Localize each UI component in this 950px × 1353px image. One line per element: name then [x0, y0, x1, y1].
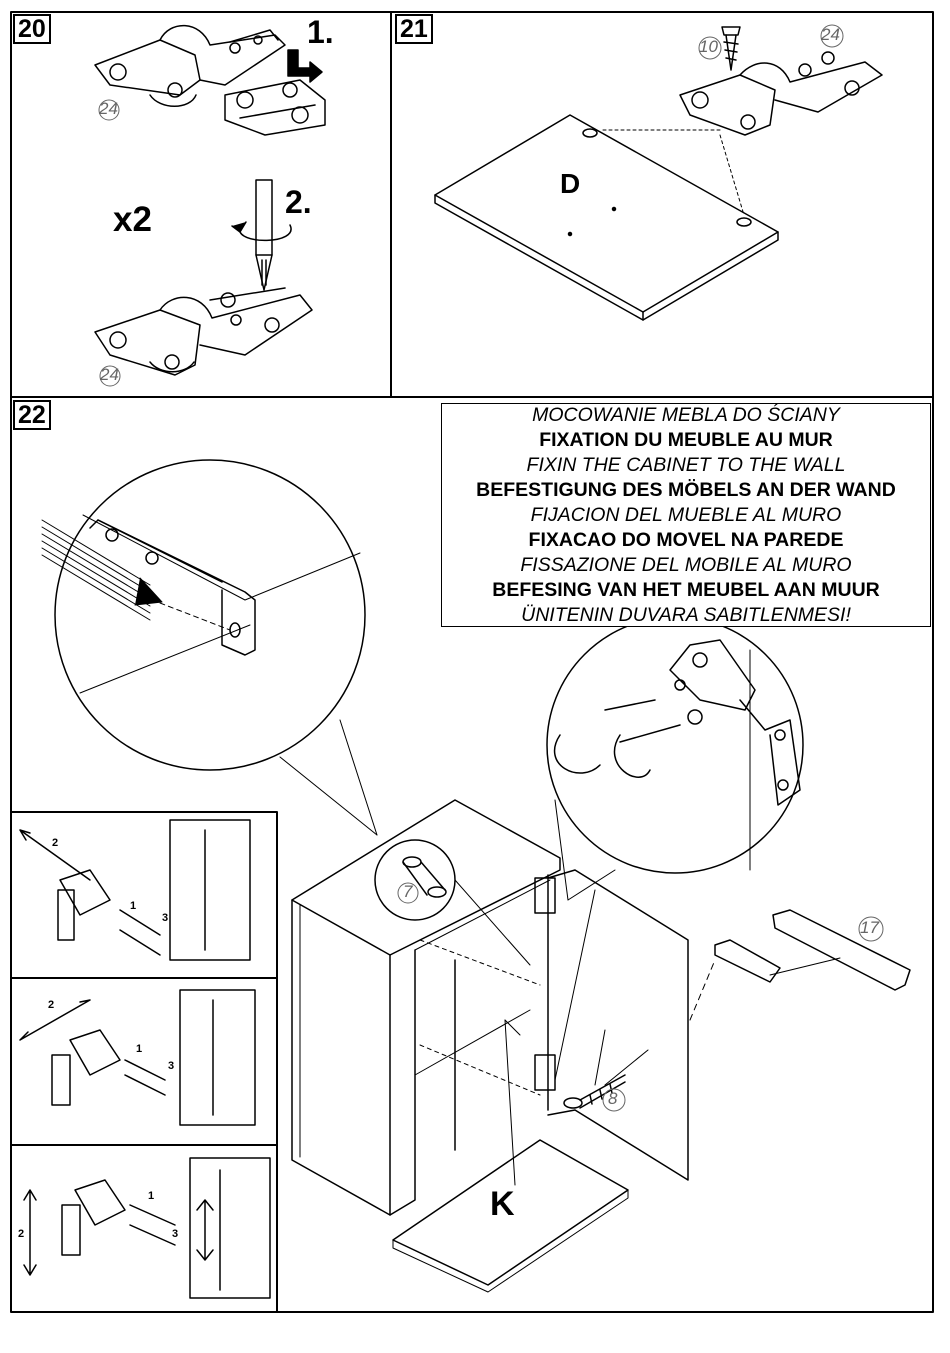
- adjust-vignette-3: [23, 1157, 271, 1299]
- notice-line: FIXATION DU MEUBLE AU MUR: [539, 428, 833, 451]
- notice-line: FISSAZIONE DEL MOBILE AL MURO: [520, 553, 852, 576]
- part-number: 24: [821, 25, 840, 44]
- screw-10-icon: [721, 26, 741, 71]
- notice-line: ÜNITENIN DUVARA SABITLENMESI!: [521, 603, 851, 626]
- panel-frames: [10, 11, 934, 1313]
- k-pointer: [504, 1019, 516, 1186]
- part-number: 17: [860, 918, 879, 937]
- panel-d-drawing: [434, 114, 779, 321]
- panel-label: K: [490, 1185, 515, 1223]
- adjust-label: 1: [130, 900, 137, 912]
- knob-detail: [374, 839, 531, 966]
- cabinet-drawing: [291, 799, 689, 1293]
- part-number: 24: [100, 365, 119, 384]
- quantity-multiplier: x2: [113, 200, 152, 239]
- part-number: 8: [608, 1089, 618, 1108]
- adjust-vignette-2: [19, 989, 256, 1126]
- step-label: 21: [395, 14, 433, 44]
- guide-lines-d: [599, 129, 745, 216]
- detail-circle-hinge: [546, 616, 804, 901]
- screwdriver-icon: [255, 179, 273, 291]
- part-circle: [602, 1088, 626, 1112]
- adjust-label: 1: [136, 1043, 143, 1055]
- handle-17-drawing: [689, 909, 911, 1021]
- screw-8-icon: [563, 1029, 649, 1109]
- hinge-cups-door: [534, 877, 596, 1091]
- adjust-label: 3: [172, 1228, 179, 1240]
- adjust-label: 3: [162, 912, 169, 924]
- notice-line: FIJACION DEL MUEBLE AL MURO: [530, 503, 842, 526]
- step-label: 20: [13, 14, 51, 44]
- part-number: 7: [403, 882, 413, 901]
- adjust-label: 1: [148, 1190, 155, 1202]
- notice-line: MOCOWANIE MEBLA DO ŚCIANY: [532, 403, 840, 426]
- notice-line: BEFESTIGUNG DES MÖBELS AN DER WAND: [476, 478, 896, 501]
- step-order-1: 1.: [307, 14, 334, 50]
- part-circle: [820, 24, 844, 48]
- detail-circle-wall: [54, 459, 378, 836]
- step-label: 22: [13, 400, 51, 430]
- adjust-label: 3: [168, 1060, 175, 1072]
- notice-line: BEFESING VAN HET MEUBEL AAN MUUR: [492, 578, 880, 601]
- adjust-label: 2: [48, 999, 55, 1011]
- part-circle: [98, 99, 120, 121]
- part-number: 10: [699, 37, 718, 56]
- part-circle: [397, 882, 419, 904]
- k-pointer: [504, 1019, 521, 1036]
- mounting-plate-top: [224, 79, 326, 136]
- part-circle: [99, 365, 121, 387]
- hinge-drawing-21: [679, 51, 883, 136]
- part-number: 24: [99, 99, 118, 118]
- wall-fixing-notice: MOCOWANIE MEBLA DO ŚCIANY FIXATION DU ME…: [441, 403, 931, 627]
- notice-line: FIXACAO DO MOVEL NA PAREDE: [528, 528, 844, 551]
- wall-plug-arrow: [41, 519, 231, 631]
- adjust-label: 2: [18, 1228, 25, 1240]
- adjust-vignette-1: [19, 819, 251, 961]
- rotation-arrow-icon: [231, 221, 292, 242]
- hinge-drawing-bottom: [94, 287, 313, 376]
- part-circle: [698, 36, 722, 60]
- notice-line: FIXIN THE CABINET TO THE WALL: [526, 453, 846, 476]
- press-direction-arrow: [287, 49, 323, 83]
- hinge-drawing-top: [94, 24, 286, 107]
- part-circle: [858, 916, 884, 942]
- panel-label: D: [560, 168, 581, 199]
- adjust-label: 2: [52, 837, 59, 849]
- step-order-2: 2.: [285, 184, 312, 220]
